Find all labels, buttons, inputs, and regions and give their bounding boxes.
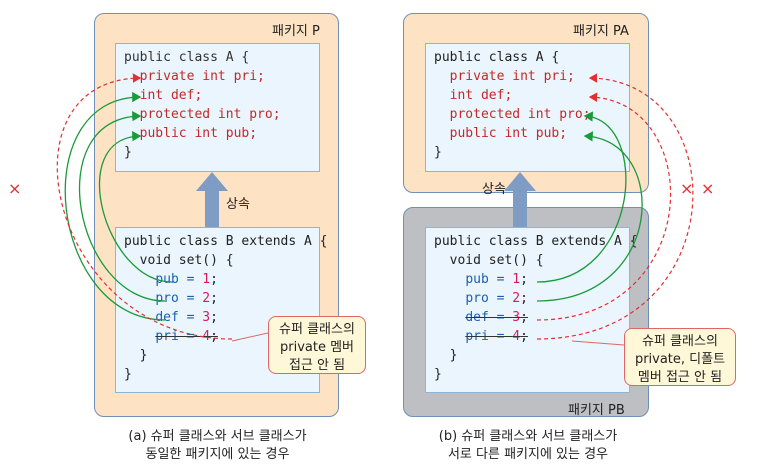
callout-pointer-left: [231, 332, 269, 342]
assign-pri: pri = 4;: [155, 329, 218, 344]
assign-def: def = 3;: [155, 310, 218, 325]
method-set: void set() {: [139, 253, 234, 268]
field-pub: public int pub;: [449, 126, 568, 141]
class-b-header: public class B extends A {: [124, 234, 328, 249]
class-b-box-left: public class B extends A { void set() { …: [115, 227, 328, 393]
access-curve-pub-left: [98, 131, 173, 283]
class-a-header: public class A {: [124, 50, 250, 65]
method-close: }: [139, 348, 148, 363]
method-close: }: [449, 348, 458, 363]
access-curve-def-left: [64, 91, 166, 321]
assign-pub: pub = 1;: [465, 272, 528, 287]
access-curve-def-right: [536, 92, 672, 321]
field-pro: protected int pro;: [139, 107, 281, 122]
class-b-header: public class B extends A {: [434, 234, 638, 249]
package-pb-label: 패키지 PB: [568, 403, 625, 418]
callout-right: 슈퍼 클래스의 private, 디폴트 멤버 접근 안 됨: [624, 328, 736, 386]
access-curve-pro-right: [536, 131, 643, 302]
assign-def: def = 3;: [465, 310, 528, 325]
deny-x-right-2: ×: [701, 179, 714, 198]
access-curve-pri-left: [56, 73, 233, 340]
field-pri: private int pri;: [139, 69, 265, 84]
class-a-close: }: [124, 145, 132, 160]
callout-left: 슈퍼 클래스의 private 멤버 접근 안 됨: [268, 316, 366, 374]
caption-right: (b) 슈퍼 클래스와 서브 클래스가 서로 다른 패키지에 있는 경우: [438, 429, 618, 462]
class-b-close: }: [124, 367, 132, 382]
class-a-box-right: public class A { private int pri; int de…: [425, 43, 630, 172]
assign-pri: pri = 4;: [465, 329, 528, 344]
package-pa-label: 패키지 PA: [573, 24, 629, 39]
class-a-box-left: public class A { private int pri; int de…: [115, 43, 320, 172]
callout-pointer-right: [571, 340, 625, 346]
inherit-label-right: 상속: [482, 182, 506, 197]
access-curve-pri-right: [536, 73, 694, 340]
field-pub: public int pub;: [139, 126, 258, 141]
inherit-arrow-right: [504, 172, 536, 227]
access-curve-pub-right: [536, 111, 627, 283]
deny-x-left: ×: [8, 179, 21, 198]
field-pri: private int pri;: [449, 69, 575, 84]
class-a-close: }: [434, 145, 442, 160]
caption-left: (a) 슈퍼 클래스와 서브 클래스가 동일한 패키지에 있는 경우: [128, 429, 307, 462]
field-pro: protected int pro;: [449, 107, 591, 122]
class-b-close: }: [434, 367, 442, 382]
class-a-header: public class A {: [434, 50, 560, 65]
class-b-box-right: public class B extends A { void set() { …: [425, 227, 638, 393]
field-def: int def;: [139, 88, 203, 103]
assign-pro: pro = 2;: [465, 291, 528, 306]
method-set: void set() {: [449, 253, 544, 268]
field-def: int def;: [449, 88, 513, 103]
deny-x-right-1: ×: [680, 179, 693, 198]
assign-pub: pub = 1;: [155, 272, 218, 287]
inherit-arrow-left: [196, 172, 228, 227]
package-p-label: 패키지 P: [272, 24, 320, 39]
assign-pro: pro = 2;: [155, 291, 218, 306]
access-curve-pro-left: [79, 110, 166, 302]
inherit-label-left: 상속: [226, 197, 250, 212]
